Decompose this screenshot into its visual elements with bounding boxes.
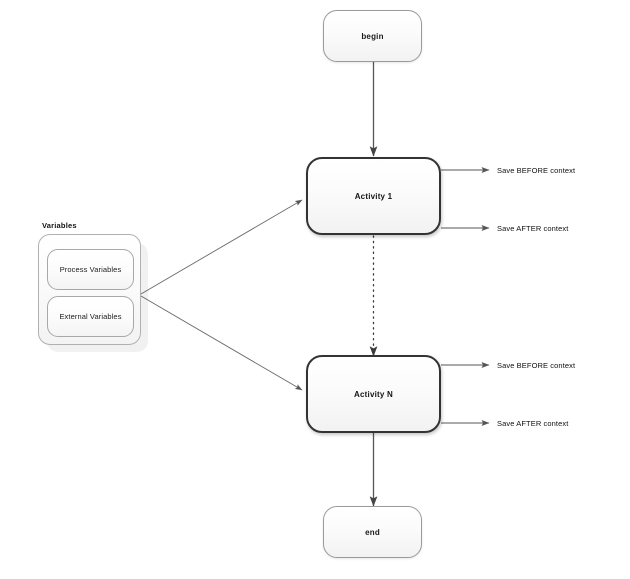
node-activity-1[interactable]: Activity 1 xyxy=(306,157,441,235)
node-begin-label: begin xyxy=(361,31,384,41)
var-box-process-variables[interactable]: Process Variables xyxy=(47,249,134,290)
var-box-external-variables[interactable]: External Variables xyxy=(47,296,134,337)
variables-group-title: Variables xyxy=(42,221,77,230)
node-end[interactable]: end xyxy=(323,506,422,558)
node-end-label: end xyxy=(365,527,380,537)
variables-group[interactable]: Process Variables External Variables xyxy=(38,234,141,345)
node-begin[interactable]: begin xyxy=(323,10,422,62)
edge-label-activityn-save-before: Save BEFORE context xyxy=(497,361,576,370)
node-activity-n[interactable]: Activity N xyxy=(306,355,441,433)
var-box-external-variables-label: External Variables xyxy=(59,312,122,321)
edge-label-activity1-save-after: Save AFTER context xyxy=(497,224,569,233)
connector-variables-to-activityN xyxy=(140,295,303,391)
connector-variables-to-activity1 xyxy=(140,199,303,295)
var-box-process-variables-label: Process Variables xyxy=(59,265,122,274)
edge-label-activityn-save-after: Save AFTER context xyxy=(497,419,569,428)
edge-label-activity1-save-before: Save BEFORE context xyxy=(497,166,576,175)
node-activity-n-label: Activity N xyxy=(354,389,393,399)
node-activity-1-label: Activity 1 xyxy=(354,191,393,201)
